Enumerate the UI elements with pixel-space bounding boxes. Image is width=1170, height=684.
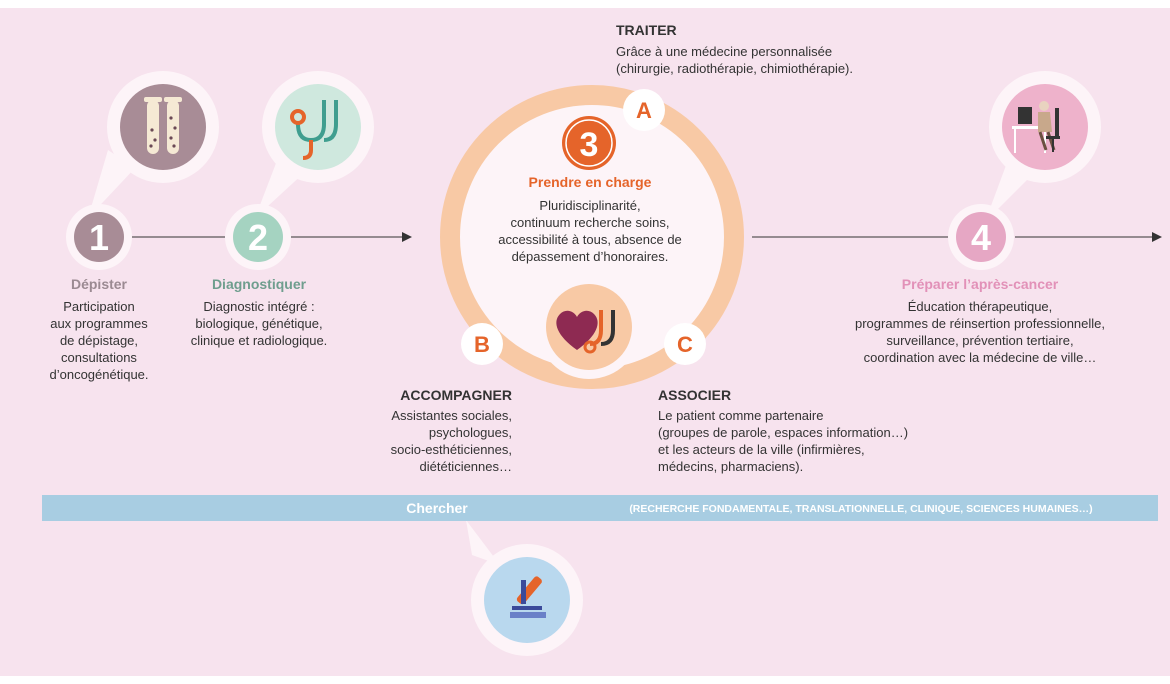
step-badge-4: 4 — [948, 204, 1014, 270]
step-description-2: Diagnostic intégré : biologique, génétiq… — [175, 298, 343, 349]
step-number-3: 3 — [580, 126, 599, 164]
substep-description-line: et les acteurs de la ville (infirmières, — [658, 442, 865, 457]
step3-ring — [440, 85, 744, 389]
step-description-line: surveillance, prévention tertiaire, — [886, 333, 1074, 348]
substep-description-line: socio-esthéticiennes, — [390, 442, 512, 457]
substep-description-line: (chirurgie, radiothérapie, chimiothérapi… — [616, 61, 854, 76]
substep-description-line: médecins, pharmaciens). — [658, 459, 804, 474]
microscope-icon — [466, 520, 583, 656]
step-badge-2: 2 — [225, 204, 291, 270]
step-title-2: Diagnostiquer — [211, 276, 307, 292]
step-title-3: Prendre en charge — [528, 174, 652, 190]
substep-description-line: Grâce à une médecine personnalisée — [616, 44, 833, 59]
step-description-line: clinique et radiologique. — [190, 333, 328, 348]
substep-letter-c: C — [677, 332, 693, 357]
heart-stethoscope-icon — [537, 275, 641, 379]
substep-title-c: ASSOCIER — [658, 387, 732, 403]
substep-title-b: ACCOMPAGNER — [400, 387, 512, 403]
patient-at-desk-icon — [985, 71, 1101, 222]
substep-badge-b: B — [461, 323, 503, 365]
step-description-line: continuum recherche soins, — [510, 215, 670, 230]
step-description-3: Pluridisciplinarité, continuum recherche… — [470, 197, 710, 265]
step-description-line: Éducation thérapeutique, — [907, 299, 1053, 314]
substep-description-line: diététiciennes… — [419, 459, 513, 474]
step-description-line: biologique, génétique, — [195, 316, 323, 331]
step-number-4: 4 — [971, 217, 991, 258]
step-description-1: Participation aux programmes de dépistag… — [30, 298, 168, 383]
step-description-line: d’oncogénétique. — [49, 367, 149, 382]
substep-badge-a: A — [623, 89, 665, 131]
substep-description-line: Le patient comme partenaire — [658, 408, 824, 423]
step-description-4: Éducation thérapeutique, programmes de r… — [830, 298, 1130, 366]
substep-description-a: Grâce à une médecine personnalisée (chir… — [616, 43, 853, 77]
substep-letter-b: B — [474, 332, 490, 357]
step-description-line: Pluridisciplinarité, — [539, 198, 641, 213]
research-detail: (RECHERCHE FONDAMENTALE, TRANSLATIONNELL… — [629, 503, 1092, 515]
step-description-line: consultations — [61, 350, 137, 365]
substep-letter-a: A — [636, 98, 652, 123]
step-title-1: Dépister — [70, 276, 128, 292]
step-badge-3: 3 — [562, 116, 616, 170]
step3-panel — [450, 95, 734, 379]
step-description-line: programmes de réinsertion professionnell… — [854, 316, 1105, 331]
substep-description-c: Le patient comme partenaire (groupes de … — [658, 407, 908, 475]
step-description-line: accessibilité à tous, absence de — [498, 232, 682, 247]
step-badge-1: 1 — [66, 204, 132, 270]
substep-description-line: (groupes de parole, espaces information…… — [658, 425, 909, 440]
research-bar — [42, 495, 1158, 521]
substep-description-b: Assistantes sociales, psychologues, soci… — [340, 407, 512, 475]
step-description-line: aux programmes — [50, 316, 148, 331]
step-description-line: de dépistage, — [59, 333, 139, 348]
step-number-1: 1 — [89, 217, 109, 258]
step-number-2: 2 — [248, 217, 268, 258]
step-description-line: Diagnostic intégré : — [203, 299, 315, 314]
stethoscope-icon — [255, 71, 374, 218]
substep-description-line: psychologues, — [428, 425, 512, 440]
substep-title-a: TRAITER — [616, 22, 677, 38]
step-title-4: Préparer l’après-cancer — [901, 276, 1059, 292]
substep-badge-c: C — [664, 323, 706, 365]
step-description-line: coordination avec la médecine de ville… — [863, 350, 1097, 365]
research-label: Chercher — [406, 500, 468, 516]
substep-description-line: Assistantes sociales, — [391, 408, 512, 423]
step-description-line: dépassement d’honoraires. — [511, 249, 669, 264]
step-description-line: Participation — [63, 299, 135, 314]
test-tubes-icon — [88, 71, 219, 218]
